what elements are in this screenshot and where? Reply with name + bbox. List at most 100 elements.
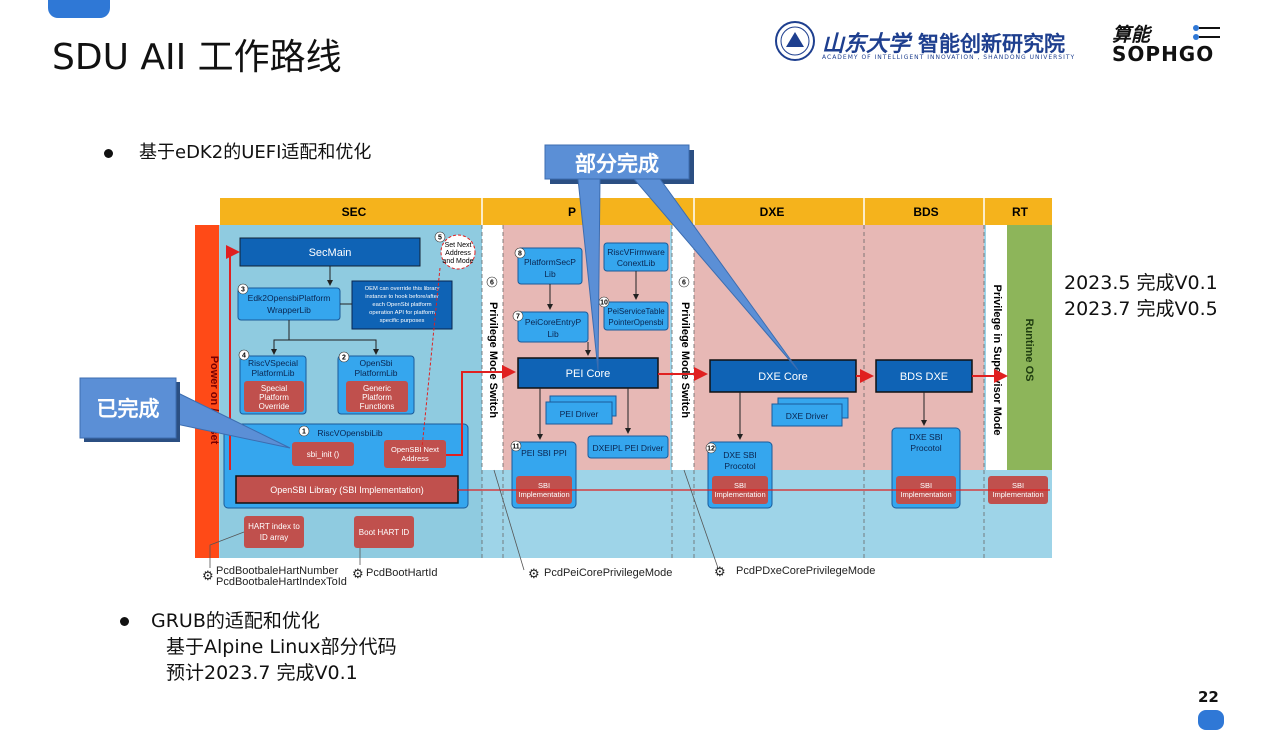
bullet-uefi: 基于eDK2的UEFI适配和优化 xyxy=(104,138,371,164)
step-badge-11 xyxy=(510,440,522,452)
step-badge-1 xyxy=(298,425,310,437)
bds-dxe-box xyxy=(875,359,973,393)
step-badge-5 xyxy=(434,231,446,243)
pcd-hart-index: PcdBootbaleHartIndexToId xyxy=(216,576,347,588)
step-badge-4 xyxy=(238,349,250,361)
step-badge-3 xyxy=(237,283,249,295)
oem-note-line-5: specific purposes xyxy=(380,318,425,324)
step-number-8: 8 xyxy=(518,251,522,258)
bds-sbi-line-1: DXE SBI xyxy=(909,432,943,442)
oem-note-line-1: OEM can override this library xyxy=(365,286,440,292)
generic-functions-box xyxy=(346,381,408,412)
flow-arrow-power-to-secmain xyxy=(226,245,240,470)
bds-sbi-impl-line-2: Implementation xyxy=(900,490,951,499)
riscv-firmware-line-2: ConextLib xyxy=(617,258,656,268)
set-next-dashed-link xyxy=(421,267,441,449)
sophgo-chinese-name: 算能 xyxy=(1112,24,1151,46)
opensbi-next-line-2: Address xyxy=(401,454,429,463)
page-number: 22 xyxy=(1198,688,1219,706)
opensbi-platform-line-2: PlatformLib xyxy=(355,368,398,378)
sbi-init-label: sbi_init () xyxy=(307,450,340,459)
gear-icon: ⚙ xyxy=(202,568,214,583)
step-number-3: 3 xyxy=(241,287,245,294)
connector-wrapper-special xyxy=(271,320,290,355)
oem-note-box xyxy=(351,280,453,330)
step-number-2: 2 xyxy=(342,355,346,362)
step-number-1: 1 xyxy=(302,429,306,436)
institute-name: 智能创新研究院 xyxy=(918,32,1065,56)
opensbi-next-line-1: OpenSBI Next xyxy=(391,445,440,454)
step-badge-12 xyxy=(705,442,717,454)
dxe-sbi-impl-line-2: Implementation xyxy=(714,490,765,499)
opensbi-next-box xyxy=(384,440,446,468)
generic-functions-line-1: Generic xyxy=(363,384,391,393)
generic-functions-line-2: Platform xyxy=(362,393,392,402)
partial-callout-label: 部分完成 xyxy=(575,152,659,176)
secmain-label: SecMain xyxy=(309,247,352,259)
step-number-10: 10 xyxy=(600,300,608,307)
university-calligraphy: 山东大学 xyxy=(822,32,911,57)
gear-icon: ⚙ xyxy=(528,566,540,581)
secmain-box xyxy=(239,237,421,267)
pei-core-label: PEI Core xyxy=(566,368,611,380)
runtime-os-bar xyxy=(1007,225,1052,470)
step-number-6a: 6 xyxy=(490,280,494,287)
step-badge-7 xyxy=(512,310,524,322)
set-next-line-2: Address xyxy=(445,250,471,257)
step-badge-2 xyxy=(338,351,350,363)
rt-sbi-impl-line-1: SBI xyxy=(1012,481,1024,490)
dxe-core-label: DXE Core xyxy=(758,371,808,383)
pcd-link-dxe-privilege xyxy=(683,469,719,569)
set-next-circle xyxy=(440,234,476,270)
grub-line-1: 基于Alpine Linux部分代码 xyxy=(166,636,397,658)
special-override-line-2: Platform xyxy=(259,393,289,402)
phase-label-dxe: DXE xyxy=(760,205,785,219)
pei-service-box xyxy=(603,301,669,331)
wrapper-lib-line-2: WrapperLib xyxy=(267,305,311,315)
riscv-special-line-2: PlatformLib xyxy=(252,368,295,378)
grub-heading: GRUB的适配和优化 xyxy=(151,610,320,632)
platform-sec-line-1: PlatformSecP xyxy=(524,257,576,267)
opensbi-library-label: OpenSBI Library (SBI Implementation) xyxy=(270,485,424,495)
bullet-grub: GRUB的适配和优化 基于Alpine Linux部分代码 预计2023.7 完… xyxy=(120,608,397,686)
phase-header-dxe xyxy=(694,198,864,225)
pei-sbi-impl-line-1: SBI xyxy=(538,481,550,490)
dxe-sbi-line-1: DXE SBI xyxy=(723,450,757,460)
sophgo-wordmark: SOPHGO xyxy=(1112,42,1215,66)
rt-sbi-impl-line-2: Implementation xyxy=(992,490,1043,499)
pei-core-entry-line-2: Lib xyxy=(547,329,559,339)
gear-icon: ⚙ xyxy=(714,564,726,579)
flow-arrow-sec-to-pei xyxy=(446,365,516,456)
partial-callout-pointer-dxe xyxy=(632,178,799,371)
boot-hart-label: Boot HART ID xyxy=(359,528,410,537)
runtime-os-label: Runtime OS xyxy=(1023,319,1035,382)
phase-header-bds xyxy=(864,198,984,225)
dxe-driver-label: DXE Driver xyxy=(786,411,829,421)
bullet-dot xyxy=(104,148,113,158)
pcd-boot-hart-id: PcdBootHartId xyxy=(366,567,438,579)
phase-label-sec: SEC xyxy=(342,205,367,219)
pcd-dxe-privilege: PcdPDxeCorePrivilegeMode xyxy=(736,565,875,577)
boot-hart-box xyxy=(354,516,414,548)
step-badge-8 xyxy=(514,247,526,259)
special-override-line-3: Override xyxy=(259,402,290,411)
wrapper-lib-line-1: Edk2OpensbiPlatform xyxy=(248,293,331,303)
gear-icon: ⚙ xyxy=(352,566,364,581)
special-override-box xyxy=(244,381,304,412)
bullet-dot xyxy=(120,617,129,626)
done-callout-label: 已完成 xyxy=(97,397,160,421)
hart-index-line-1: HART index to xyxy=(248,522,300,531)
decorative-tab-top xyxy=(48,0,110,18)
phase-label-rt: RT xyxy=(1012,205,1029,219)
oem-note-line-3: each OpenSbi platform xyxy=(372,302,431,308)
oem-note-line-4: operation API for platform xyxy=(369,310,435,316)
pcd-hart-number: PcdBootbaleHartNumber xyxy=(216,565,339,577)
phase-label-pei: P xyxy=(568,205,576,219)
privilege-switch-band-1 xyxy=(482,225,503,470)
hart-index-box xyxy=(244,516,304,548)
step-badge-6a xyxy=(486,276,498,288)
bullet-uefi-text: 基于eDK2的UEFI适配和优化 xyxy=(139,142,372,163)
privilege-switch-label-1: Privilege Mode Switch xyxy=(487,302,499,418)
dxeipl-label: DXEIPL PEI Driver xyxy=(592,443,663,453)
